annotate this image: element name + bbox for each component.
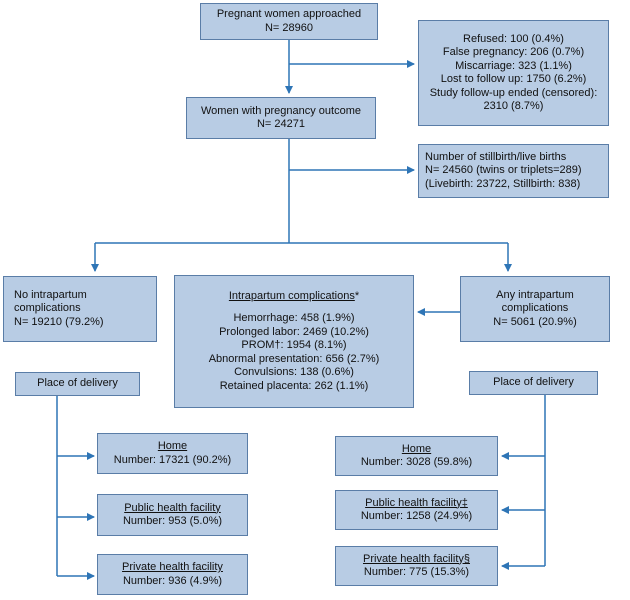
left-private-box: Private health facility Number: 936 (4.9… (97, 554, 248, 595)
exclusion-lost-follow-up: Lost to follow up: 1750 (6.2%) (440, 73, 587, 85)
left-home-box: Home Number: 17321 (90.2%) (97, 433, 248, 474)
approached-n: N= 28960 (264, 21, 313, 34)
births-n: N= 24560 (twins or triplets=289) (425, 164, 582, 177)
complication-item: Prolonged labor: 2469 (10.2%) (219, 325, 369, 338)
complication-item: Hemorrhage: 458 (1.9%) (233, 312, 355, 325)
exclusion-censored-label: Study follow-up ended (censored): (429, 86, 598, 99)
left-home-title: Home (157, 440, 188, 452)
left-public-title: Public health facility (124, 501, 221, 514)
complications-list-title: Intrapartum complications (228, 289, 355, 302)
right-public-title: Public health facility‡ (365, 496, 468, 509)
place-of-delivery-left: Place of delivery (15, 372, 140, 396)
approached-box: Pregnant women approached N= 28960 (200, 3, 378, 40)
right-public-box: Public health facility‡ Number: 1258 (24… (335, 490, 498, 530)
complications-list-box: Intrapartum complications* Hemorrhage: 4… (174, 275, 414, 408)
exclusion-false-pregnancy: False pregnancy: 206 (0.7%) (442, 46, 585, 58)
any-complications-box: Any intrapartum complications N= 5061 (2… (460, 276, 610, 342)
exclusion-censored-value: 2310 (8.7%) (483, 100, 544, 112)
complications-list-marker: * (354, 289, 360, 302)
no-complications-line2: complications (14, 302, 81, 315)
place-of-delivery-right: Place of delivery (469, 371, 598, 395)
births-detail: (Livebirth: 23722, Stillbirth: 838) (425, 177, 581, 190)
left-public-box: Public health facility Number: 953 (5.0%… (97, 494, 248, 536)
left-home-number: Number: 17321 (90.2%) (113, 453, 232, 466)
right-private-title: Private health facility§ (363, 552, 470, 565)
right-home-title: Home (401, 442, 432, 455)
exclusions-box: Refused: 100 (0.4%) False pregnancy: 206… (418, 20, 609, 126)
outcome-box: Women with pregnancy outcome N= 24271 (186, 97, 376, 139)
place-of-delivery-right-label: Place of delivery (493, 376, 574, 389)
no-complications-n: N= 19210 (79.2%) (14, 315, 104, 328)
place-of-delivery-left-label: Place of delivery (37, 377, 118, 390)
complication-item: Convulsions: 138 (0.6%) (234, 366, 354, 379)
outcome-n: N= 24271 (256, 118, 305, 130)
complications-list-heading: Intrapartum complications* (179, 290, 409, 304)
complication-item: Abnormal presentation: 656 (2.7%) (208, 352, 380, 365)
complication-item: PROM†: 1954 (8.1%) (241, 339, 347, 352)
right-private-box: Private health facility§ Number: 775 (15… (335, 546, 498, 586)
births-box: Number of stillbirth/live births N= 2456… (418, 144, 609, 198)
right-home-box: Home Number: 3028 (59.8%) (335, 436, 498, 476)
outcome-title: Women with pregnancy outcome (201, 104, 361, 117)
births-title: Number of stillbirth/live births (425, 150, 567, 163)
left-public-number: Number: 953 (5.0%) (122, 515, 223, 527)
no-complications-line1: No intrapartum (14, 288, 87, 301)
complication-item: Retained placenta: 262 (1.1%) (219, 379, 369, 392)
any-complications-n: N= 5061 (20.9%) (493, 315, 577, 328)
right-private-number: Number: 775 (15.3%) (363, 566, 470, 578)
approached-title: Pregnant women approached (216, 8, 362, 20)
left-private-title: Private health facility (122, 561, 223, 573)
exclusion-miscarriage: Miscarriage: 323 (1.1%) (455, 59, 572, 72)
left-private-number: Number: 936 (4.9%) (122, 574, 223, 587)
no-complications-box: No intrapartum complications N= 19210 (7… (3, 276, 157, 342)
exclusion-refused: Refused: 100 (0.4%) (463, 32, 564, 45)
any-complications-line2: complications (501, 302, 569, 315)
right-home-number: Number: 3028 (59.8%) (360, 456, 473, 468)
any-complications-line1: Any intrapartum (496, 288, 574, 301)
right-public-number: Number: 1258 (24.9%) (360, 510, 473, 522)
